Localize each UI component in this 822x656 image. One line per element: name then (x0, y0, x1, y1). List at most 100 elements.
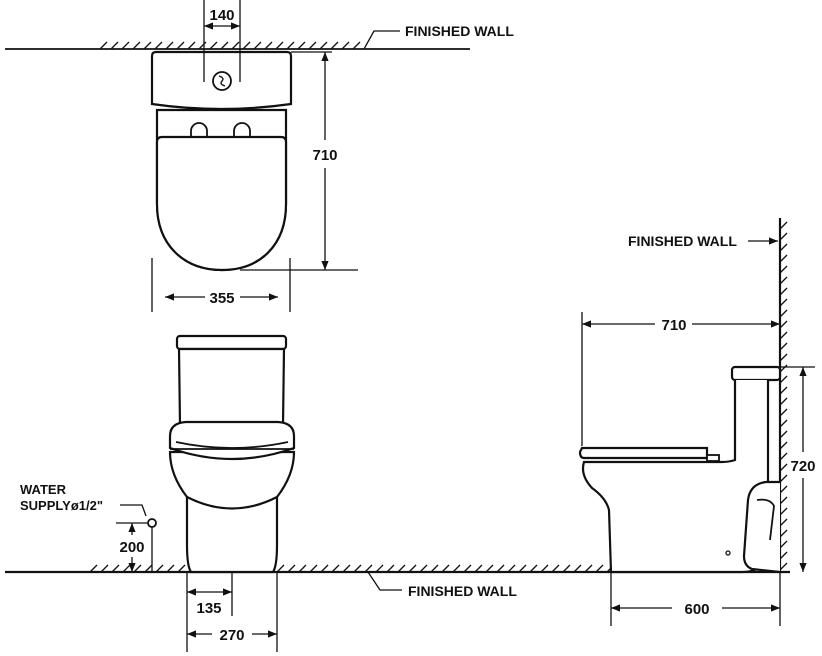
hatch-mark (779, 408, 788, 417)
finished-wall-side-label: FINISHED WALL (628, 233, 737, 249)
hatch-mark (231, 41, 240, 50)
hatch-mark (286, 41, 295, 50)
hatch-mark (779, 254, 788, 263)
front-seat (168, 420, 296, 461)
hatch-mark (154, 41, 163, 50)
hatch-mark (496, 564, 505, 573)
hatch-mark (166, 564, 175, 573)
hatch-mark (177, 564, 186, 573)
hatch-mark (463, 564, 472, 573)
front-seat-edge (175, 441, 289, 449)
water-supply-label-line1: WATER (20, 482, 67, 497)
side-seat (578, 446, 709, 460)
hatch-mark (198, 41, 207, 50)
hatch-mark (121, 41, 130, 50)
finished-wall-bottom-label: FINISHED WALL (408, 583, 517, 599)
hatch-mark (779, 232, 788, 241)
hatch-mark (584, 564, 593, 573)
hatch-mark (408, 564, 417, 573)
hatch-mark (99, 41, 108, 50)
hatch-mark (386, 564, 395, 573)
hatch-mark (352, 41, 361, 50)
hatch-mark (100, 564, 109, 573)
side-trap-inner (756, 498, 775, 541)
finished-wall-top-leader (363, 30, 400, 50)
hatch-mark (779, 441, 788, 450)
hatch-mark (779, 397, 788, 406)
dim-top-width: 355 (209, 290, 234, 307)
hatch-mark (452, 564, 461, 573)
side-body (581, 380, 770, 574)
water-supply-icon (147, 518, 157, 528)
finished-wall-top-label: FINISHED WALL (405, 23, 514, 39)
flush-button-symbol (218, 75, 226, 87)
hatch-mark (155, 564, 164, 573)
hatch-mark (441, 564, 450, 573)
hatch-mark (353, 564, 362, 573)
hatch-mark (110, 41, 119, 50)
hatch-mark (779, 331, 788, 340)
hatch-mark (779, 507, 788, 516)
side-tank-lid (730, 365, 782, 382)
hatch-mark (419, 564, 428, 573)
hatch-mark (779, 320, 788, 329)
hatch-mark (779, 364, 788, 373)
front-bowl (168, 450, 296, 510)
hatch-mark (518, 564, 527, 573)
hatch-mark (330, 41, 339, 50)
hatch-mark (779, 309, 788, 318)
dim-top-depth: 710 (312, 147, 337, 164)
hatch-mark (779, 562, 788, 571)
finished-wall-bottom-leader (367, 571, 402, 591)
hatch-mark (573, 564, 582, 573)
hatch-mark (779, 243, 788, 252)
front-tank-body (177, 347, 286, 427)
water-supply-leader (120, 504, 147, 517)
hatch-mark (779, 463, 788, 472)
hatch-mark (562, 564, 571, 573)
side-bolt-icon (725, 550, 731, 556)
hatch-mark (779, 221, 788, 230)
dim-side-depth: 710 (661, 317, 686, 334)
hatch-mark (132, 41, 141, 50)
hatch-mark (779, 276, 788, 285)
hatch-mark (779, 540, 788, 549)
hatch-mark (319, 41, 328, 50)
seat-hinge-left (190, 122, 208, 137)
hatch-mark (779, 496, 788, 505)
hatch-mark (779, 419, 788, 428)
side-wall-hatching (779, 221, 788, 571)
dim-front-outlet-offset: 135 (196, 600, 221, 617)
side-seat-hinge (706, 454, 720, 462)
dim-front-base-width: 270 (219, 627, 244, 644)
hatch-mark (551, 564, 560, 573)
hatch-mark (779, 342, 788, 351)
top-view-seat (155, 135, 288, 272)
water-supply-label-line2: SUPPLYø1/2" (20, 498, 103, 513)
hatch-mark (779, 287, 788, 296)
hatch-mark (176, 41, 185, 50)
hatch-mark (430, 564, 439, 573)
hatch-mark (540, 564, 549, 573)
hatch-mark (779, 529, 788, 538)
seat-hinge-right (233, 122, 251, 137)
hatch-mark (507, 564, 516, 573)
hatch-mark (275, 41, 284, 50)
hatch-mark (111, 564, 120, 573)
hatch-mark (779, 452, 788, 461)
hatch-mark (342, 564, 351, 573)
dim-side-height: 720 (790, 458, 815, 475)
hatch-mark (341, 41, 350, 50)
side-rear-trap (742, 480, 781, 574)
hatch-mark (779, 265, 788, 274)
hatch-mark (276, 564, 285, 573)
hatch-mark (364, 564, 373, 573)
hatch-mark (220, 41, 229, 50)
dim-side-outlet: 600 (684, 601, 709, 618)
hatch-mark (779, 386, 788, 395)
hatch-mark (298, 564, 307, 573)
hatch-mark (779, 375, 788, 384)
hatch-mark (595, 564, 604, 573)
hatch-mark (779, 353, 788, 362)
hatch-mark (779, 485, 788, 494)
